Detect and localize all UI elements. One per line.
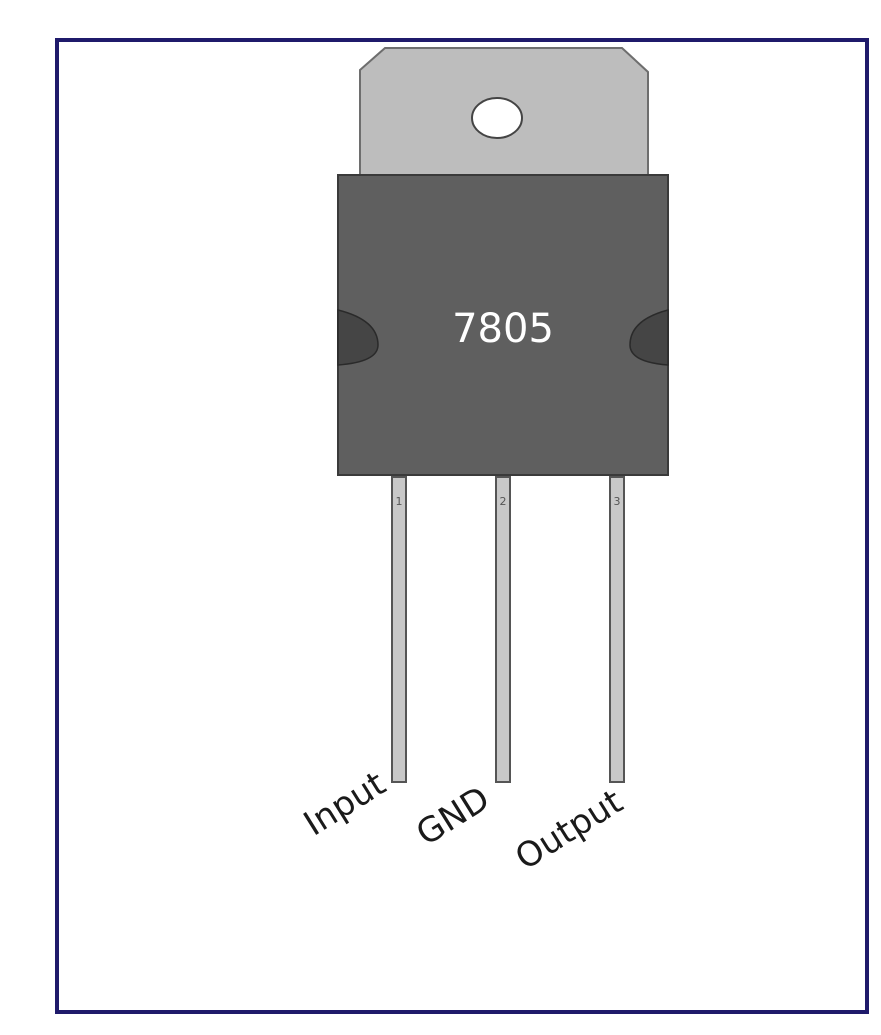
mounting-hole	[471, 97, 523, 139]
part-number-label: 7805	[452, 306, 554, 352]
pin-3-lead: 3	[609, 476, 625, 783]
regulator-body	[337, 174, 669, 476]
pin-2-lead: 2	[495, 476, 511, 783]
right-notch	[629, 309, 669, 366]
pin-3-number: 3	[614, 495, 621, 508]
pin-1-lead: 1	[391, 476, 407, 783]
left-notch	[337, 309, 379, 366]
pin-2-number: 2	[500, 495, 507, 508]
pin-1-number: 1	[396, 495, 403, 508]
